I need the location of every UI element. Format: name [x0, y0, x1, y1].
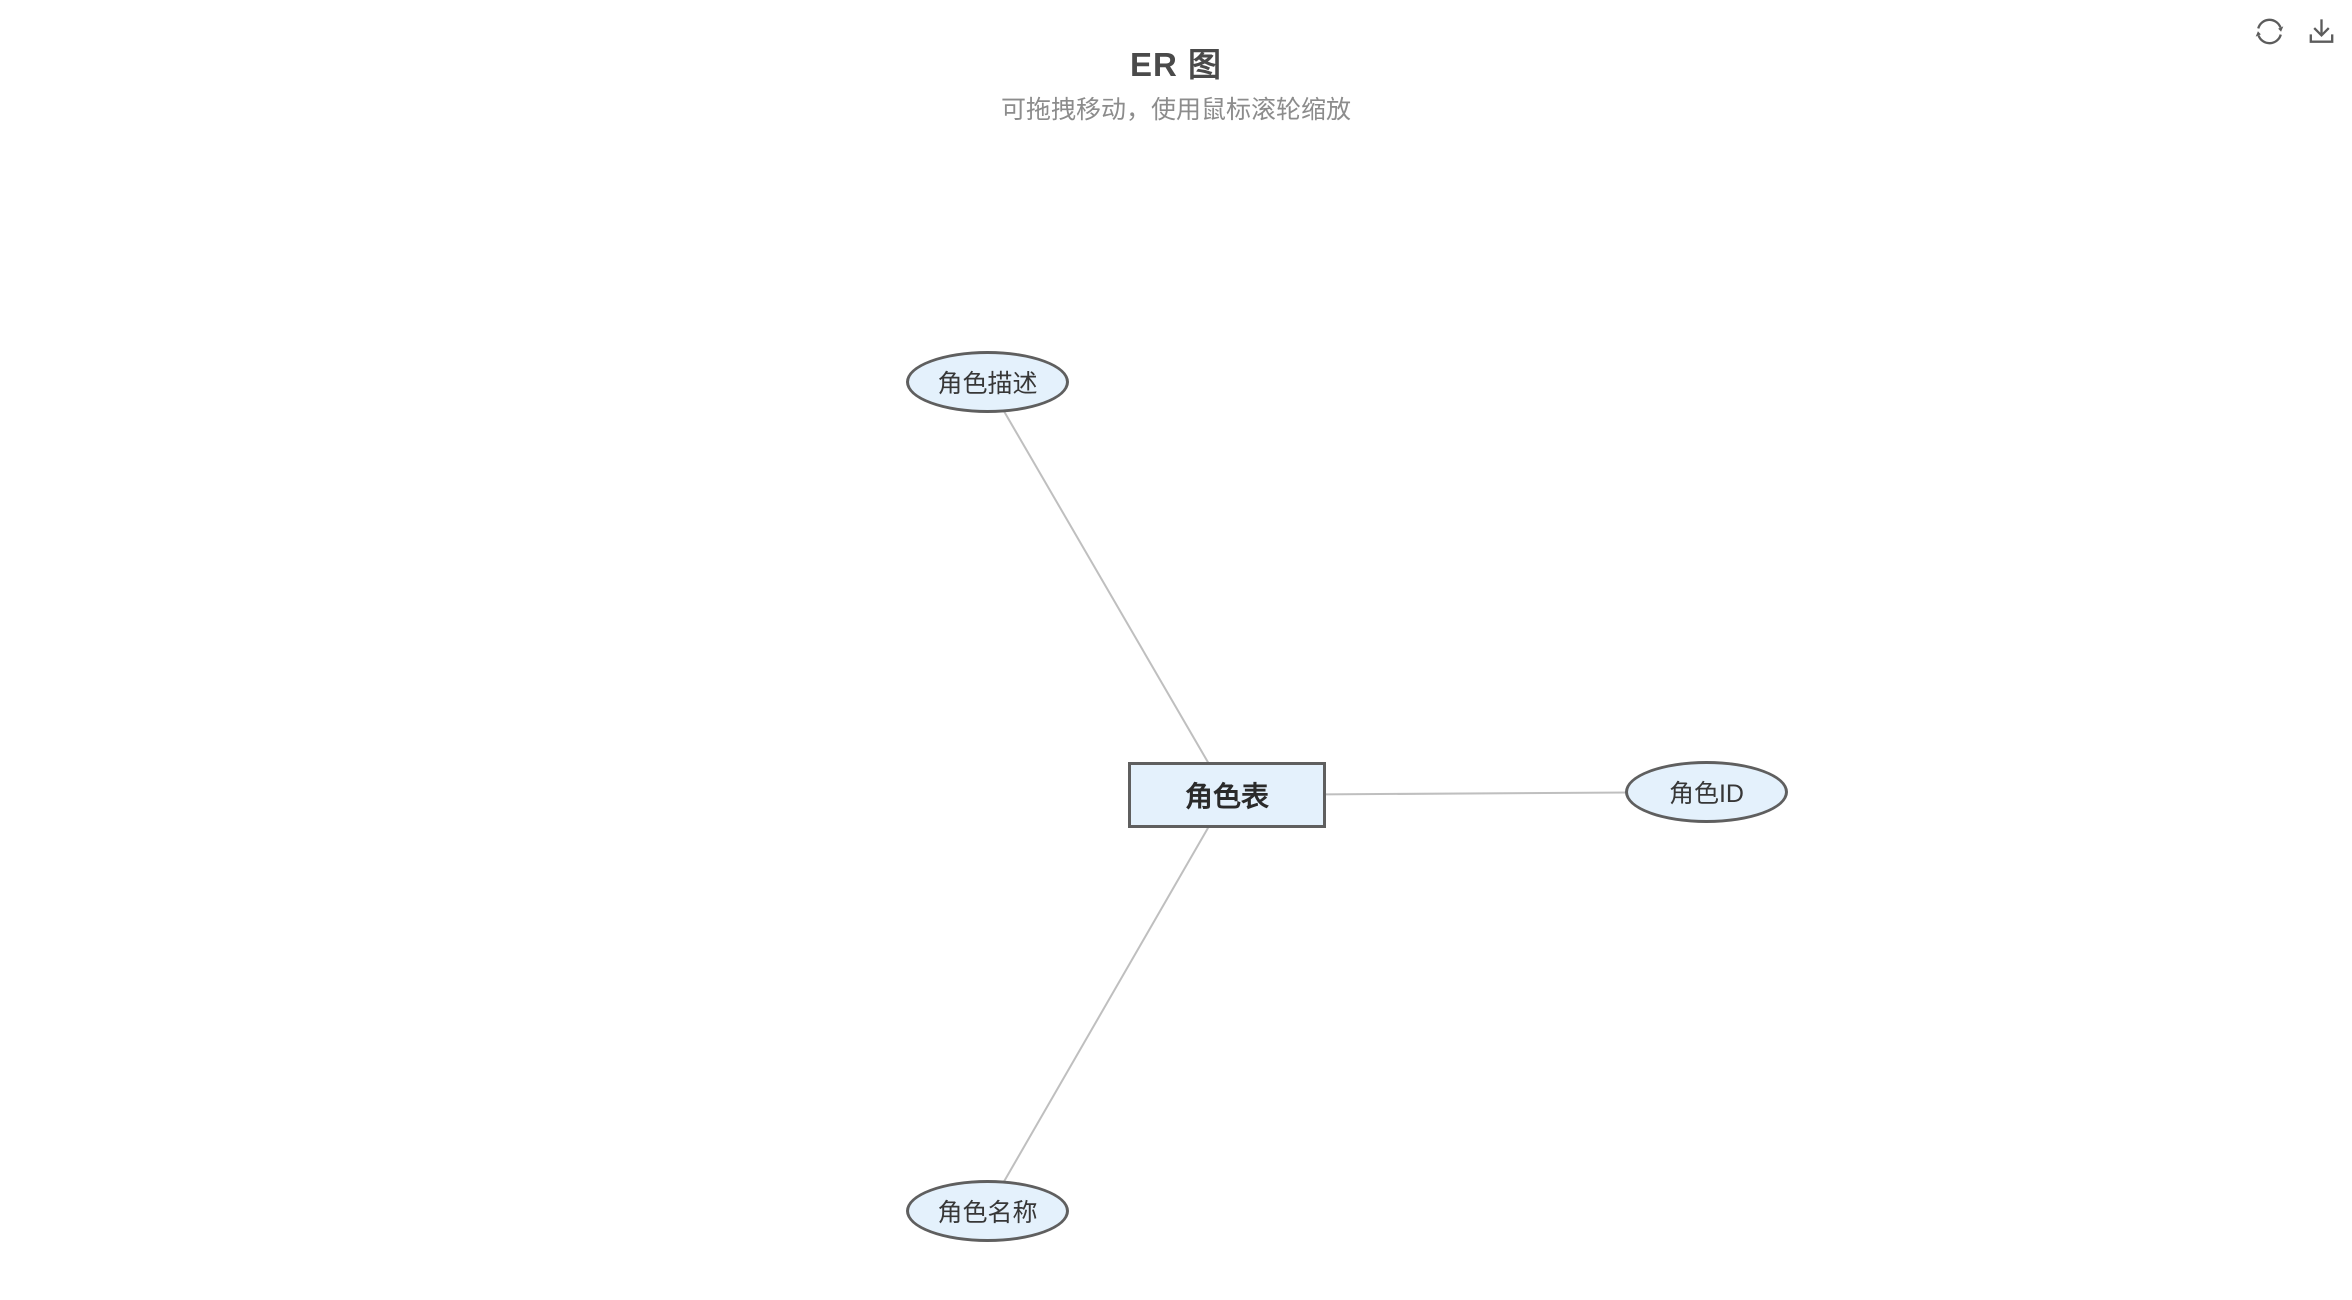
entity-label: 角色表	[1184, 781, 1269, 812]
download-icon	[2309, 18, 2333, 43]
attribute-node-role-id[interactable]: 角色ID	[1625, 761, 1788, 823]
attribute-label: 角色描述	[937, 370, 1038, 398]
attribute-node-role-name[interactable]: 角色名称	[906, 1180, 1069, 1242]
toolbar	[2250, 12, 2340, 50]
attribute-node-role-description[interactable]: 角色描述	[906, 351, 1069, 413]
entity-node-role-table[interactable]: 角色表	[1128, 762, 1326, 828]
edge-entity-to-description	[986, 381, 1228, 796]
edge-entity-to-name	[986, 794, 1228, 1212]
attribute-label: 角色ID	[1668, 780, 1744, 808]
attribute-label: 角色名称	[937, 1199, 1038, 1227]
refresh-button[interactable]	[2250, 12, 2288, 50]
refresh-icon	[2255, 18, 2283, 44]
download-button[interactable]	[2302, 12, 2340, 50]
